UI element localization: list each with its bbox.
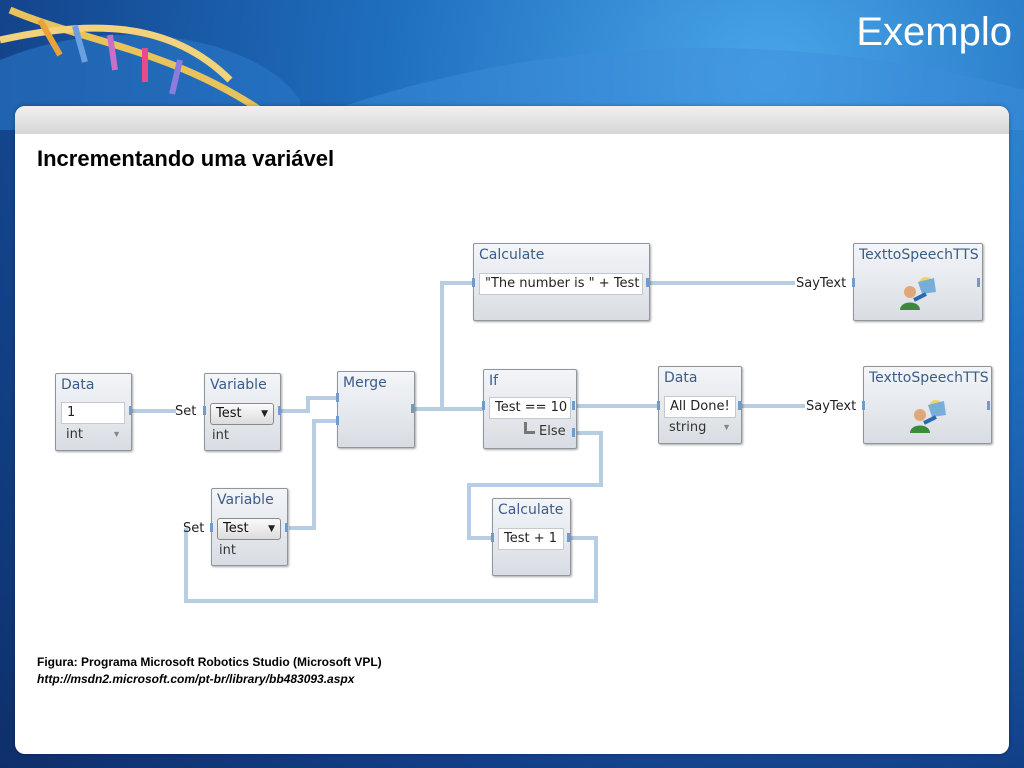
slide-title: Exemplo [856, 10, 1012, 54]
chevron-down-icon: ▼ [261, 409, 268, 419]
data-node-1-title: Data [61, 377, 95, 393]
port[interactable] [336, 416, 339, 425]
port[interactable] [411, 404, 414, 413]
wire-variable2-to-merge [289, 419, 337, 530]
port[interactable] [491, 533, 494, 542]
panel-top-band [15, 106, 1009, 134]
data-node-1[interactable]: Data 1 int ▼ [55, 373, 132, 451]
variable-node-1-type: int [212, 428, 229, 443]
port[interactable] [203, 406, 206, 415]
variable-node-1[interactable]: Variable Test ▼ int [204, 373, 281, 451]
calculate-node-2-title: Calculate [498, 502, 564, 518]
speech-person-icon [900, 277, 936, 310]
variable-node-1-selected: Test [216, 406, 242, 421]
port[interactable] [738, 401, 741, 410]
if-node[interactable]: If Test == 10 Else [483, 369, 577, 449]
port[interactable] [657, 401, 660, 410]
port[interactable] [482, 401, 485, 410]
data-node-2[interactable]: Data All Done! string ▼ [658, 366, 742, 444]
data-node-1-value[interactable]: 1 [61, 402, 125, 424]
wire-variable1-to-merge [281, 396, 337, 413]
port[interactable] [285, 523, 288, 532]
port[interactable] [278, 406, 281, 415]
port[interactable] [646, 278, 649, 287]
calculate-node-1[interactable]: Calculate "The number is " + Test [473, 243, 650, 321]
merge-node-title: Merge [343, 375, 387, 391]
tts-1-saytext-label: SayText [796, 276, 847, 291]
data-node-2-type[interactable]: string [669, 420, 707, 435]
figure-caption: Figura: Programa Microsoft Robotics Stud… [37, 655, 382, 669]
tts-node-2-title: TexttoSpeechTTS [869, 370, 989, 386]
speech-person-icon [910, 400, 946, 433]
data-node-2-value[interactable]: All Done! [664, 396, 736, 418]
port[interactable] [129, 406, 132, 415]
variable-node-1-select[interactable]: Test ▼ [210, 403, 274, 425]
merge-node[interactable]: Merge [337, 371, 415, 448]
port[interactable] [336, 393, 339, 402]
wire-calculate2-to-variable2 [184, 528, 598, 603]
slide-heading: Incrementando uma variável [37, 146, 335, 171]
variable-node-1-title: Variable [210, 377, 267, 393]
port[interactable] [862, 401, 865, 410]
variable-node-2-title: Variable [217, 492, 274, 508]
port[interactable] [210, 523, 213, 532]
variable-node-2-select[interactable]: Test ▼ [217, 518, 281, 540]
if-node-title: If [489, 373, 499, 389]
port[interactable] [572, 401, 575, 410]
tts-node-2[interactable]: TexttoSpeechTTS [863, 366, 992, 444]
variable-1-set-label: Set [175, 404, 197, 419]
wire-merge-to-calculate1 [440, 281, 473, 409]
else-branch-icon [524, 422, 535, 434]
variable-2-set-label: Set [183, 521, 205, 536]
port[interactable] [977, 278, 980, 287]
figure-source-url: http://msdn2.microsoft.com/pt-br/library… [37, 672, 355, 686]
calculate-node-2-expression[interactable]: Test + 1 [498, 528, 564, 550]
port[interactable] [567, 533, 570, 542]
tts-node-1-title: TexttoSpeechTTS [859, 247, 979, 263]
calculate-node-1-expression[interactable]: "The number is " + Test [479, 273, 643, 295]
variable-node-2-selected: Test [223, 521, 249, 536]
chevron-down-icon: ▼ [268, 524, 275, 534]
port[interactable] [852, 278, 855, 287]
tts-node-1[interactable]: TexttoSpeechTTS [853, 243, 983, 321]
port[interactable] [472, 278, 475, 287]
data-node-2-title: Data [664, 370, 698, 386]
chevron-down-icon[interactable]: ▼ [722, 422, 731, 432]
variable-node-2[interactable]: Variable Test ▼ int [211, 488, 288, 566]
port[interactable] [987, 401, 990, 410]
port[interactable] [572, 428, 575, 437]
if-node-else-label: Else [539, 424, 566, 439]
wire-else-to-calculate2 [467, 431, 603, 540]
tts-2-saytext-label: SayText [806, 399, 857, 414]
calculate-node-2[interactable]: Calculate Test + 1 [492, 498, 571, 576]
variable-node-2-type: int [219, 543, 236, 558]
if-node-condition[interactable]: Test == 10 [489, 397, 571, 419]
calculate-node-1-title: Calculate [479, 247, 545, 263]
chevron-down-icon[interactable]: ▼ [112, 429, 121, 439]
data-node-1-type[interactable]: int [66, 427, 83, 442]
